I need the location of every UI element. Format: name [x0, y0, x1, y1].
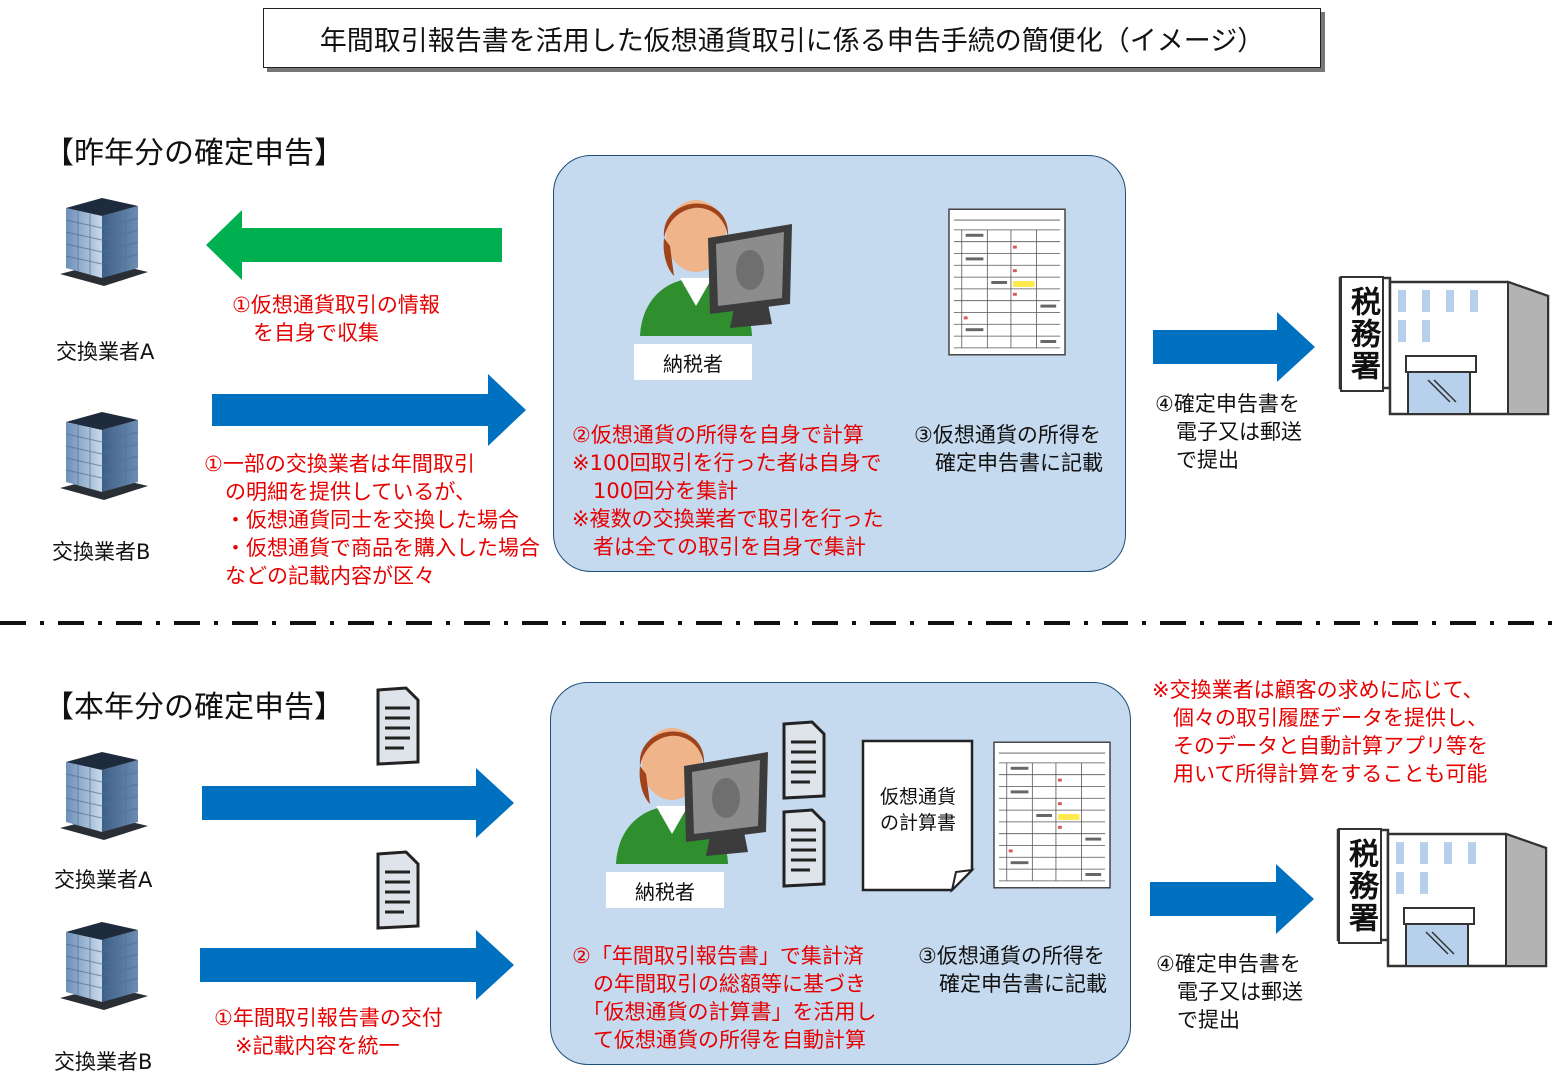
step3-fill-return-text: ③仮想通貨の所得を 確定申告書に記載: [918, 944, 1107, 996]
step2-self-calculation-text: ②仮想通貨の所得を自身で計算 ※100回取引を行った者は自身で 100回分を集計…: [572, 423, 884, 559]
taxpayer-at-computer-icon: [606, 714, 776, 864]
tax-office-sign: 税務署: [1340, 276, 1384, 392]
exchange-b-building-icon: [52, 910, 152, 1010]
this-year-heading: 【本年分の確定申告】: [44, 690, 344, 725]
taxpayer-label: 納税者: [606, 872, 724, 908]
section-divider: [0, 621, 1554, 625]
blue-arrow-to-tax-office: [1153, 312, 1315, 382]
diagram-title: 年間取引報告書を活用した仮想通貨取引に係る申告手続の簡便化（イメージ）: [263, 8, 1321, 68]
blue-arrow-exchange-a-to-taxpayer: [202, 768, 514, 838]
tax-return-form-icon: [993, 740, 1111, 890]
taxpayer-label: 納税者: [634, 344, 752, 380]
annual-report-document-icon-a: [372, 686, 422, 766]
exchange-b-building-icon: [52, 400, 152, 500]
step4-submit-text: ④確定申告書を 電子又は郵送 で提出: [1156, 952, 1303, 1032]
history-data-note: ※交換業者は顧客の求めに応じて、 個々の取引履歴データを提供し、 そのデータと自…: [1152, 678, 1488, 786]
step1-collect-text: ①仮想通貨取引の情報 を自身で収集: [232, 293, 440, 345]
annual-report-document-icon-b: [372, 850, 422, 930]
calculation-sheet-icon: [861, 739, 975, 894]
last-year-heading: 【昨年分の確定申告】: [44, 136, 344, 171]
taxpayer-at-computer-icon: [630, 186, 800, 336]
blue-arrow-to-tax-office: [1150, 864, 1314, 934]
step1-annual-report-text: ①年間取引報告書の交付 ※記載内容を統一: [214, 1006, 443, 1058]
exchange-a-label: 交換業者A: [54, 868, 153, 892]
exchange-a-building-icon: [52, 740, 152, 840]
step4-submit-text: ④確定申告書を 電子又は郵送 で提出: [1155, 392, 1302, 472]
exchange-b-label: 交換業者B: [52, 540, 151, 564]
blue-arrow-exchange-b-to-taxpayer: [200, 930, 514, 1000]
exchange-a-label: 交換業者A: [56, 340, 155, 364]
report-document-icon-2: [778, 808, 828, 888]
step1-statement-text: ①一部の交換業者は年間取引 の明細を提供しているが、 ・仮想通貨同士を交換した場…: [204, 452, 540, 588]
report-document-icon-1: [778, 720, 828, 800]
tax-office-sign: 税務署: [1338, 828, 1382, 944]
calculation-sheet-label: 仮想通貨 の計算書: [879, 786, 956, 834]
green-left-arrow: [206, 210, 502, 280]
tax-return-form-icon: [948, 207, 1066, 357]
blue-arrow-exchange-to-taxpayer: [212, 374, 526, 446]
step2-auto-calculation-text: ②「年間取引報告書」で集計済 の年間取引の総額等に基づき 「仮想通貨の計算書」を…: [572, 944, 877, 1052]
exchange-a-building-icon: [52, 186, 152, 286]
exchange-b-label: 交換業者B: [54, 1050, 153, 1074]
step3-fill-return-text: ③仮想通貨の所得を 確定申告書に記載: [914, 423, 1103, 475]
